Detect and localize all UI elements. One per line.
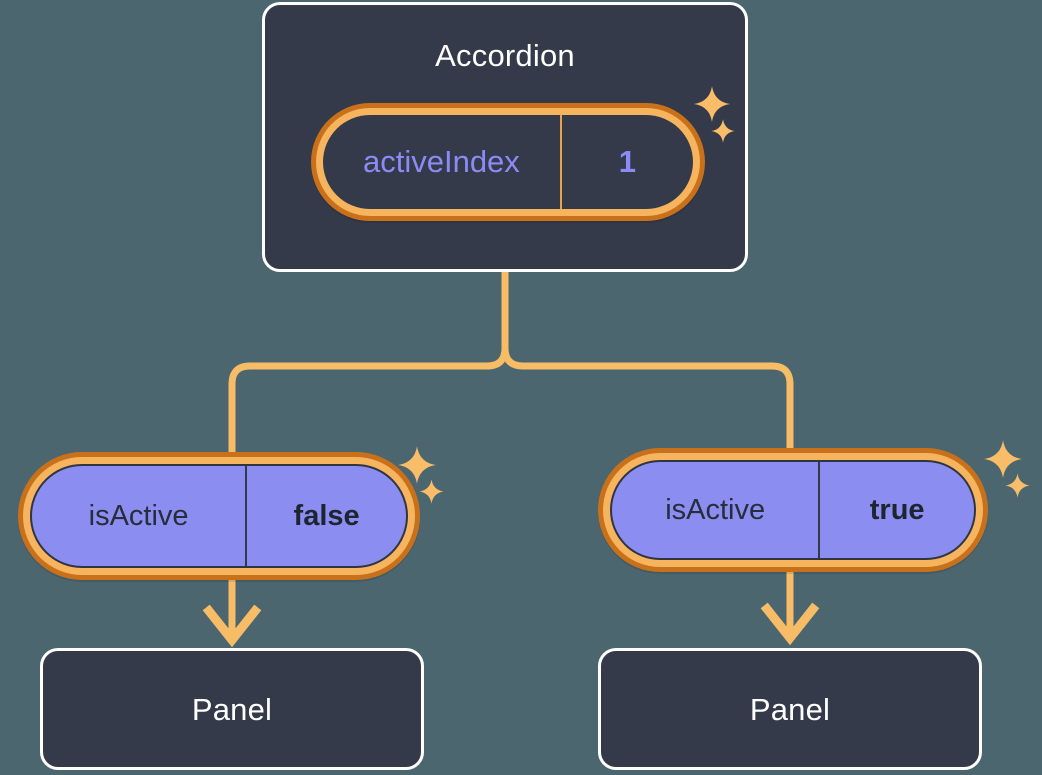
panel-title-left: Panel	[191, 692, 273, 727]
pill-body: isActive true	[610, 460, 976, 560]
state-pill-active-index[interactable]: activeIndex 1	[311, 103, 705, 221]
pill-ring: isActive false	[23, 457, 415, 575]
arrow-down-icon-right	[760, 602, 820, 646]
pill-ring: activeIndex 1	[316, 108, 700, 216]
accordion-node[interactable]: Accordion activeIndex 1	[262, 2, 748, 272]
prop-key-is-active-right: isActive	[665, 493, 766, 526]
arrow-down-icon-left	[202, 604, 262, 648]
state-key-active-index: activeIndex	[362, 144, 520, 179]
edge-accordion-to-right-pill	[501, 268, 794, 466]
prop-pill-is-active-left[interactable]: isActive false	[18, 452, 420, 580]
pill-body: isActive false	[30, 464, 408, 568]
panel-node-left[interactable]: Panel	[40, 648, 424, 770]
pill-body: activeIndex 1	[323, 115, 693, 209]
prop-key-is-active-left: isActive	[88, 499, 189, 532]
prop-value-is-active-left: false	[245, 466, 406, 566]
pill-ring: isActive true	[603, 453, 983, 567]
state-value-active-index: 1	[559, 115, 693, 209]
panel-node-right[interactable]: Panel	[598, 648, 982, 770]
prop-pill-is-active-right[interactable]: isActive true	[598, 448, 988, 572]
accordion-title: Accordion	[435, 38, 575, 73]
panel-title-right: Panel	[749, 692, 831, 727]
prop-value-is-active-right: true	[818, 462, 974, 558]
